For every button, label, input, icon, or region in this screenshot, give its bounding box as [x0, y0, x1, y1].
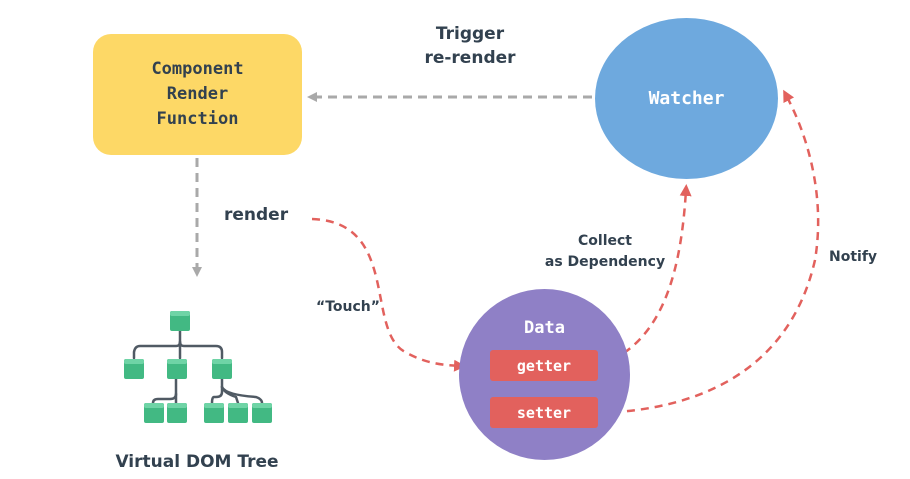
virtual-dom-tree-label: Virtual DOM Tree	[115, 452, 279, 472]
watcher-label: Watcher	[648, 88, 725, 109]
notify-label: Notify	[829, 249, 878, 265]
component-render-function-node: Component Render Function	[93, 34, 302, 155]
setter-pill: setter	[490, 397, 598, 428]
touch-label: “Touch”	[316, 299, 380, 315]
getter-pill: getter	[490, 350, 598, 381]
render-label: render	[224, 205, 289, 225]
touch-arrow	[311, 217, 466, 372]
collect-dependency-label: Collect as Dependency	[544, 233, 666, 270]
component-render-function-label: Component Render Function	[151, 59, 244, 129]
trigger-rerender-label: Trigger re-render	[424, 24, 516, 68]
notify-arrow	[598, 89, 820, 415]
data-node: Data getter setter	[459, 289, 630, 460]
watcher-node: Watcher	[595, 18, 778, 179]
virtual-dom-tree-icon	[124, 311, 272, 423]
data-label: Data	[524, 318, 565, 338]
